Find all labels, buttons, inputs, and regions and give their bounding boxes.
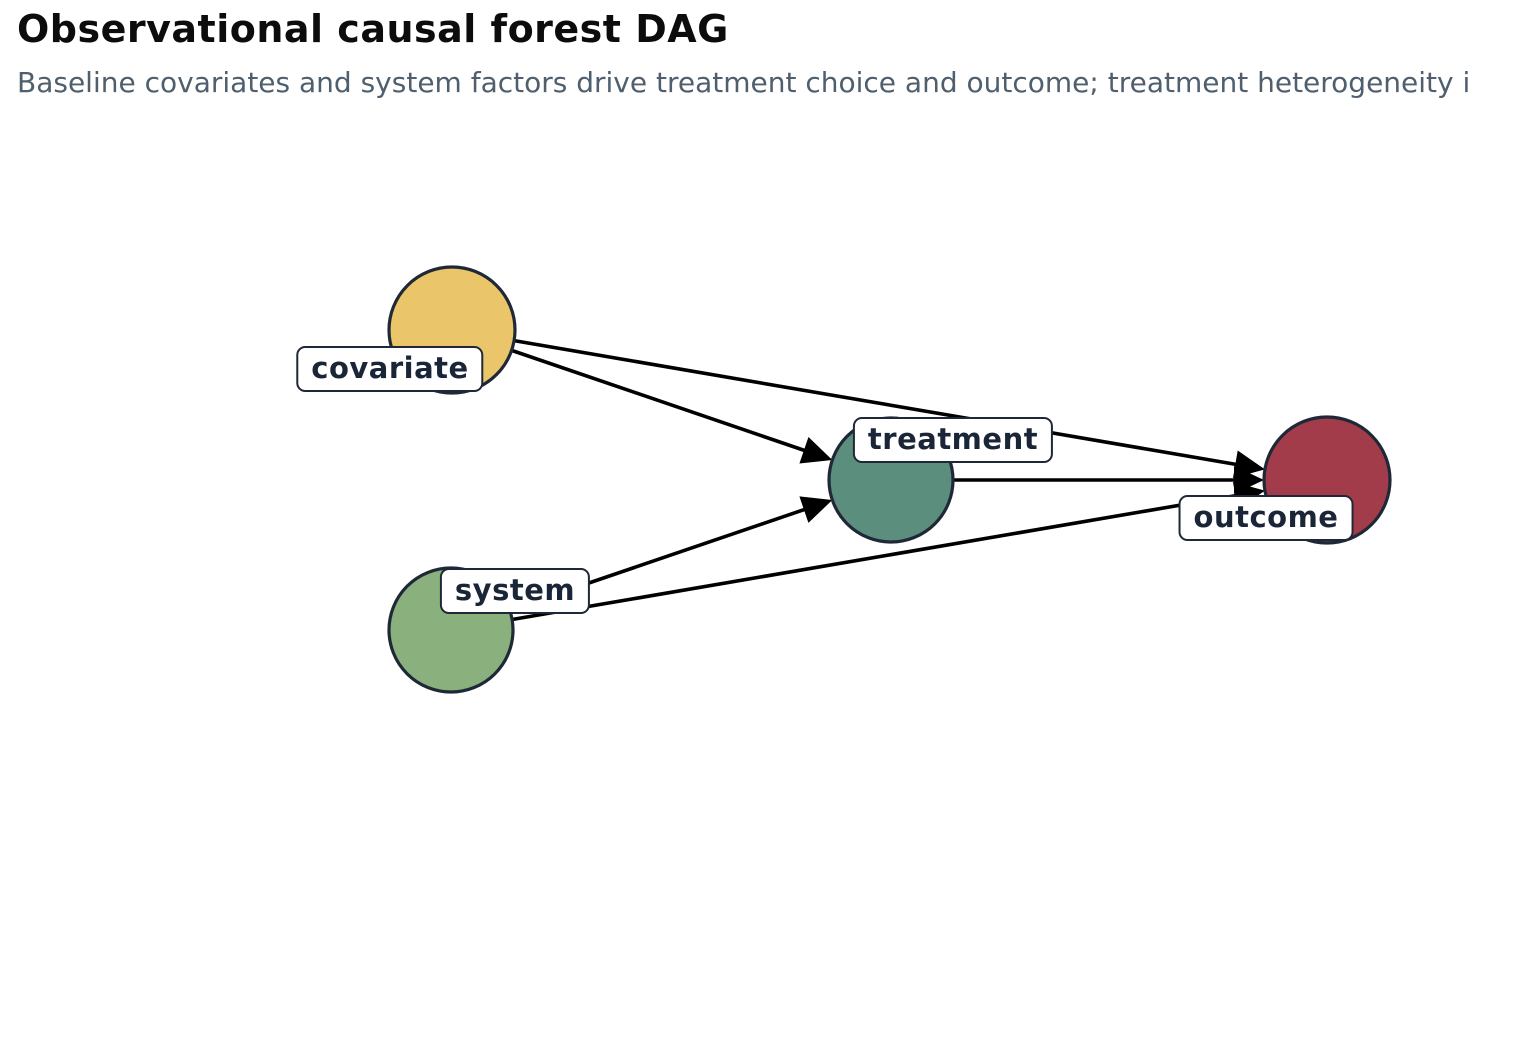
edge-line-covariate-to-outcome bbox=[513, 338, 1258, 470]
node-system bbox=[387, 566, 515, 694]
edge-line-covariate-to-treatment bbox=[511, 348, 826, 460]
figure-title: Observational causal forest DAG bbox=[17, 7, 729, 51]
edge-arrowhead-system-to-treatment bbox=[799, 496, 833, 523]
edge-arrowhead-covariate-to-treatment bbox=[799, 437, 833, 464]
node-treatment bbox=[827, 416, 955, 544]
edge-arrowhead-treatment-to-outcome bbox=[1234, 466, 1264, 494]
edge-line-system-to-outcome bbox=[511, 490, 1258, 622]
node-covariate bbox=[387, 265, 517, 395]
figure-subtitle: Baseline covariates and system factors d… bbox=[17, 66, 1471, 99]
node-outcome bbox=[1262, 415, 1392, 545]
